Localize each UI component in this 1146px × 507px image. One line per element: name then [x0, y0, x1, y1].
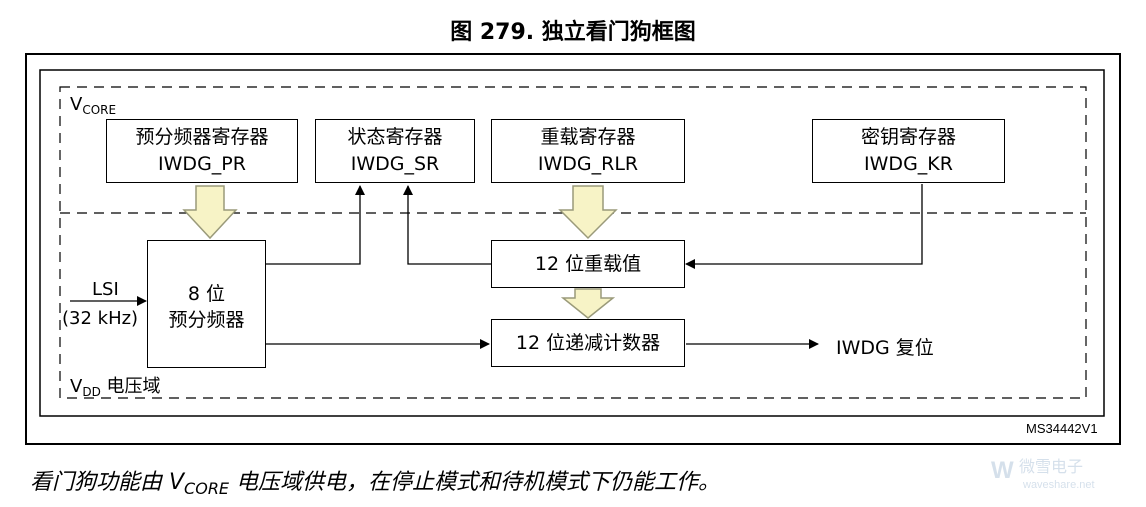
watermark-logo: W 微雪电子 waveshare.net — [985, 448, 1135, 498]
prescaler-register-name: 预分频器寄存器 — [135, 126, 269, 148]
prescaler-bits: 8 位 — [187, 283, 226, 305]
reload-value-block: 12 位重载值 — [491, 240, 685, 288]
reload-register-id: IWDG_RLR — [537, 153, 639, 175]
down-counter-block: 12 位递减计数器 — [491, 319, 685, 367]
key-register-box: 密钥寄存器 IWDG_KR — [812, 119, 1005, 183]
inner-frame — [39, 69, 1105, 417]
watermark-en: waveshare.net — [1022, 479, 1095, 491]
outer-frame — [25, 53, 1121, 445]
prescaler-to-sr-arrow — [265, 185, 365, 265]
prescaler-label: 预分频器 — [168, 309, 245, 331]
lsi-label: LSI — [92, 279, 119, 300]
reload-register-name: 重载寄存器 — [540, 126, 636, 148]
key-register-id: IWDG_KR — [864, 153, 953, 175]
figure-id: MS34442V1 — [1026, 421, 1098, 436]
prescaler-register-id: IWDG_PR — [158, 153, 246, 175]
reset-output-label: IWDG 复位 — [836, 337, 934, 359]
reload-to-sr-arrow — [403, 185, 491, 265]
block-arrow-reload-to-counter — [560, 288, 616, 319]
block-arrow-pr-to-prescaler — [182, 185, 238, 240]
figure-title: 图 279. 独立看门狗框图 — [450, 20, 696, 45]
block-arrow-rlr-to-reload — [558, 185, 618, 240]
kr-to-reload-arrow — [685, 184, 923, 269]
lsi-frequency-label: (32 kHz) — [62, 308, 139, 329]
vcore-label: VCORE — [70, 94, 117, 117]
status-register-id: IWDG_SR — [350, 153, 440, 175]
key-register-name: 密钥寄存器 — [860, 126, 956, 148]
status-register-box: 状态寄存器 IWDG_SR — [315, 119, 475, 183]
prescaler-register-box: 预分频器寄存器 IWDG_PR — [106, 119, 298, 183]
status-register-name: 状态寄存器 — [347, 126, 443, 148]
reload-value-label: 12 位重载值 — [534, 253, 642, 275]
reload-register-box: 重载寄存器 IWDG_RLR — [491, 119, 685, 183]
vcore-domain-border — [59, 86, 1087, 399]
down-counter-label: 12 位递减计数器 — [515, 332, 661, 354]
svg-text:W: W — [991, 457, 1014, 484]
figure-caption: 看门狗功能由 VCORE 电压域供电，在停止模式和待机模式下仍能工作。 — [30, 470, 721, 498]
vdd-label: VDD 电压域 — [70, 376, 161, 399]
watermark-cn: 微雪电子 — [1019, 457, 1083, 476]
prescaler-block: 8 位 预分频器 — [147, 240, 266, 368]
watermark-logo-icon: W 微雪电子 waveshare.net — [991, 457, 1095, 491]
